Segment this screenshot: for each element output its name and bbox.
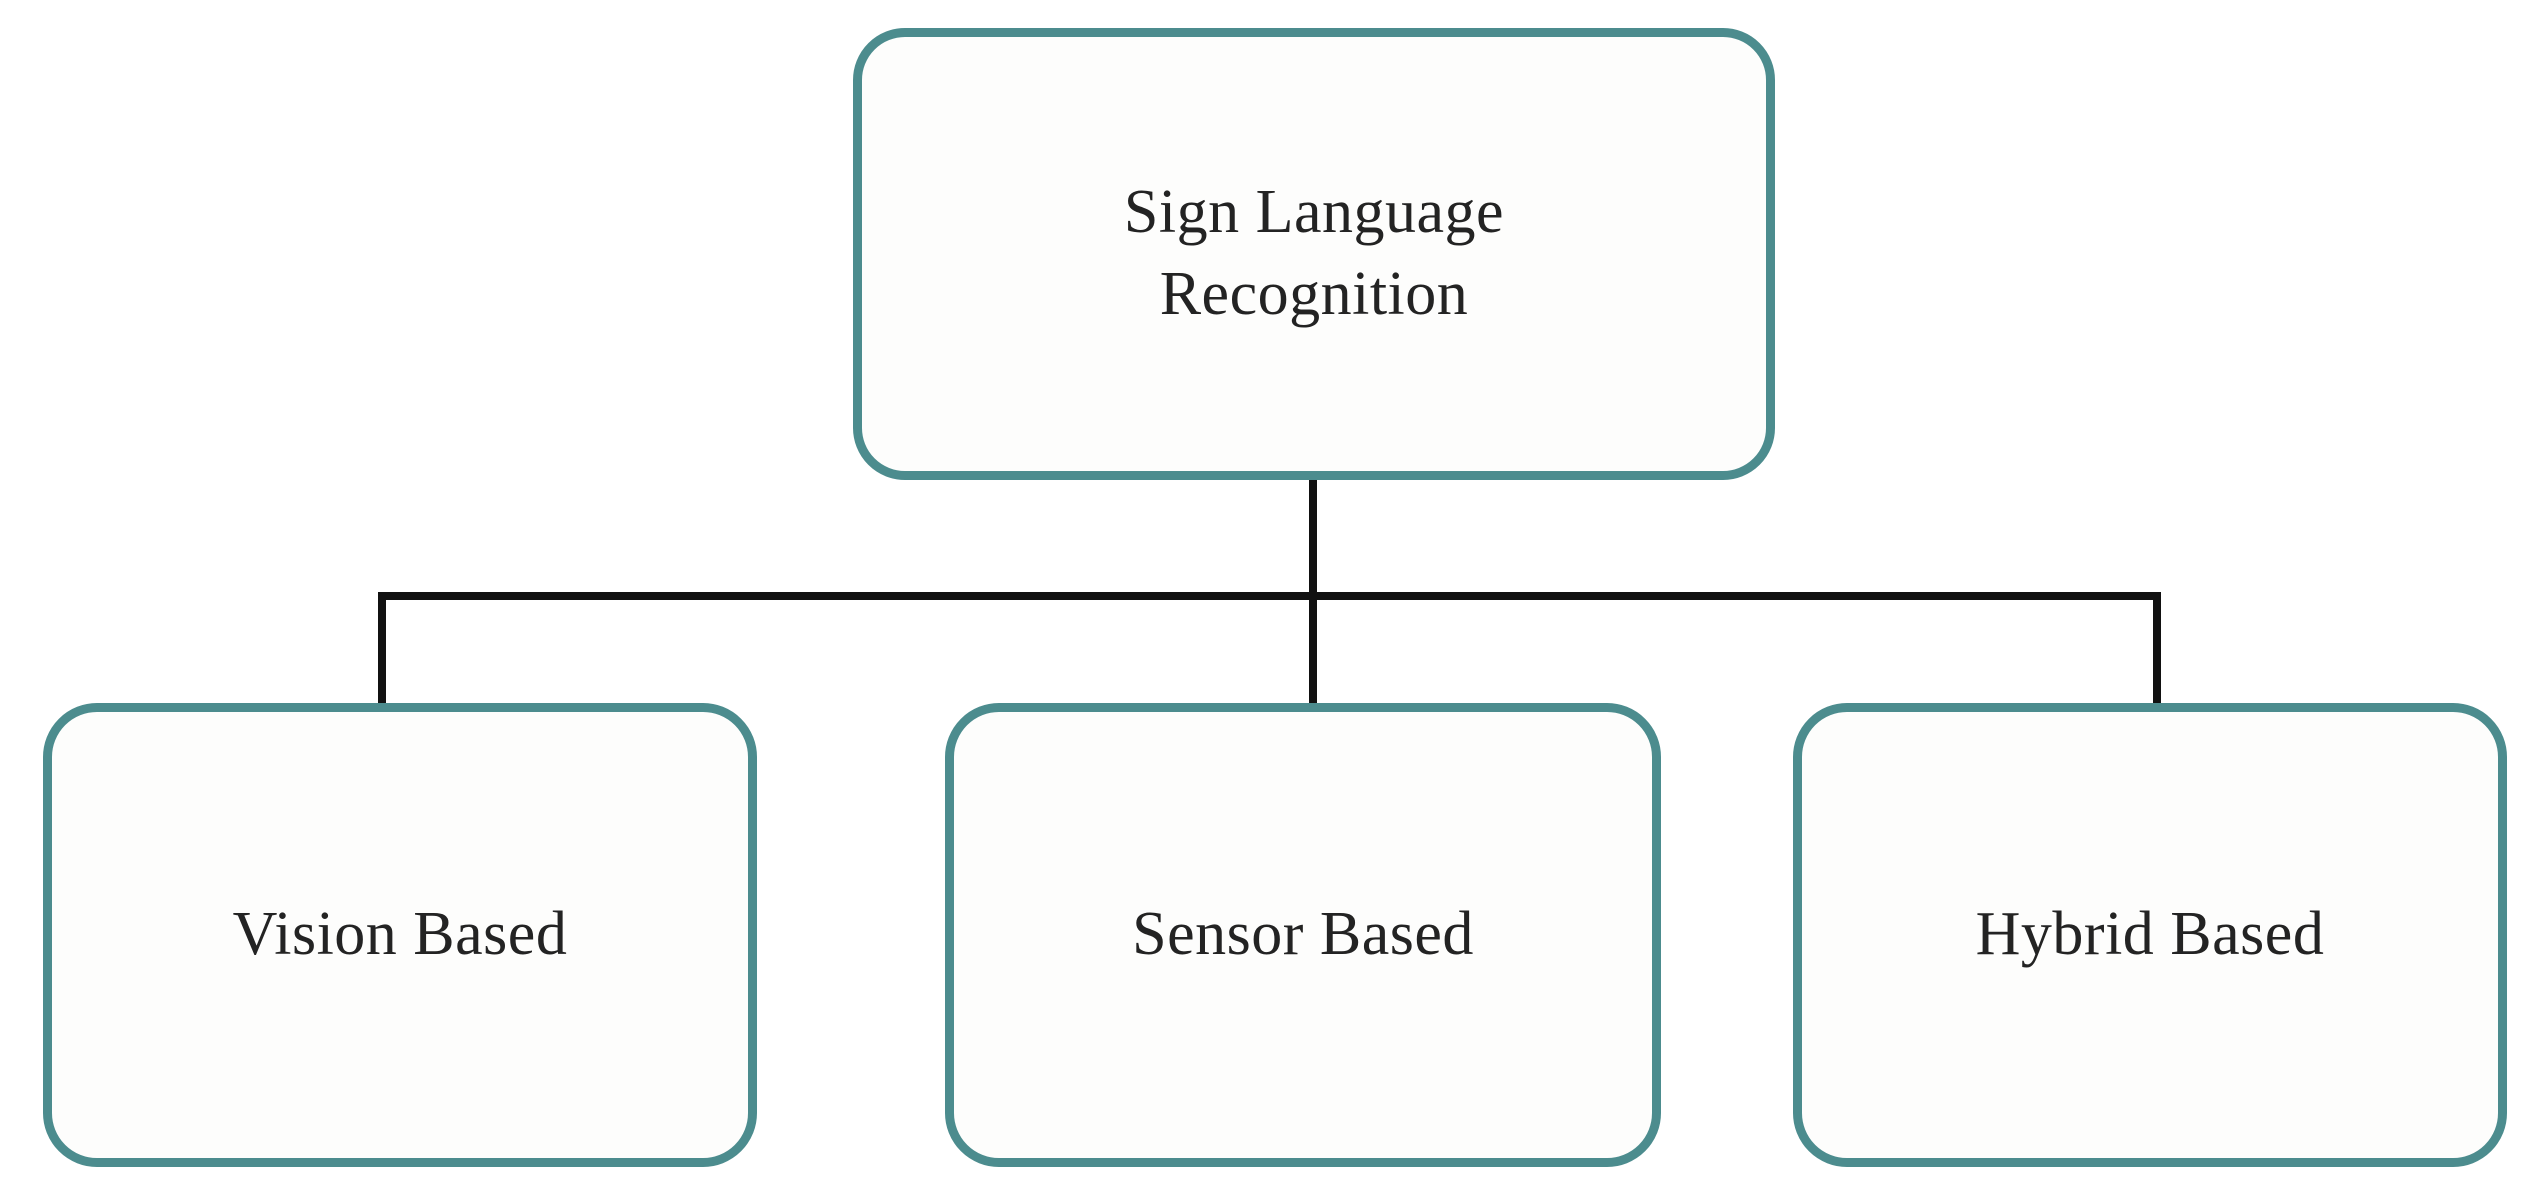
node-sensor-based[interactable]: Sensor Based bbox=[945, 703, 1661, 1167]
node-label-sensor-based: Sensor Based bbox=[1132, 900, 1474, 969]
node-sign-language-recognition[interactable]: Sign Language Recognition bbox=[853, 28, 1775, 480]
node-label-hybrid-based: Hybrid Based bbox=[1975, 900, 2325, 969]
node-vision-based[interactable]: Vision Based bbox=[43, 703, 757, 1167]
node-label-sign-language-recognition: Sign Language Recognition bbox=[1123, 178, 1505, 328]
node-label-vision-based: Vision Based bbox=[232, 900, 568, 969]
node-hybrid-based[interactable]: Hybrid Based bbox=[1793, 703, 2507, 1167]
